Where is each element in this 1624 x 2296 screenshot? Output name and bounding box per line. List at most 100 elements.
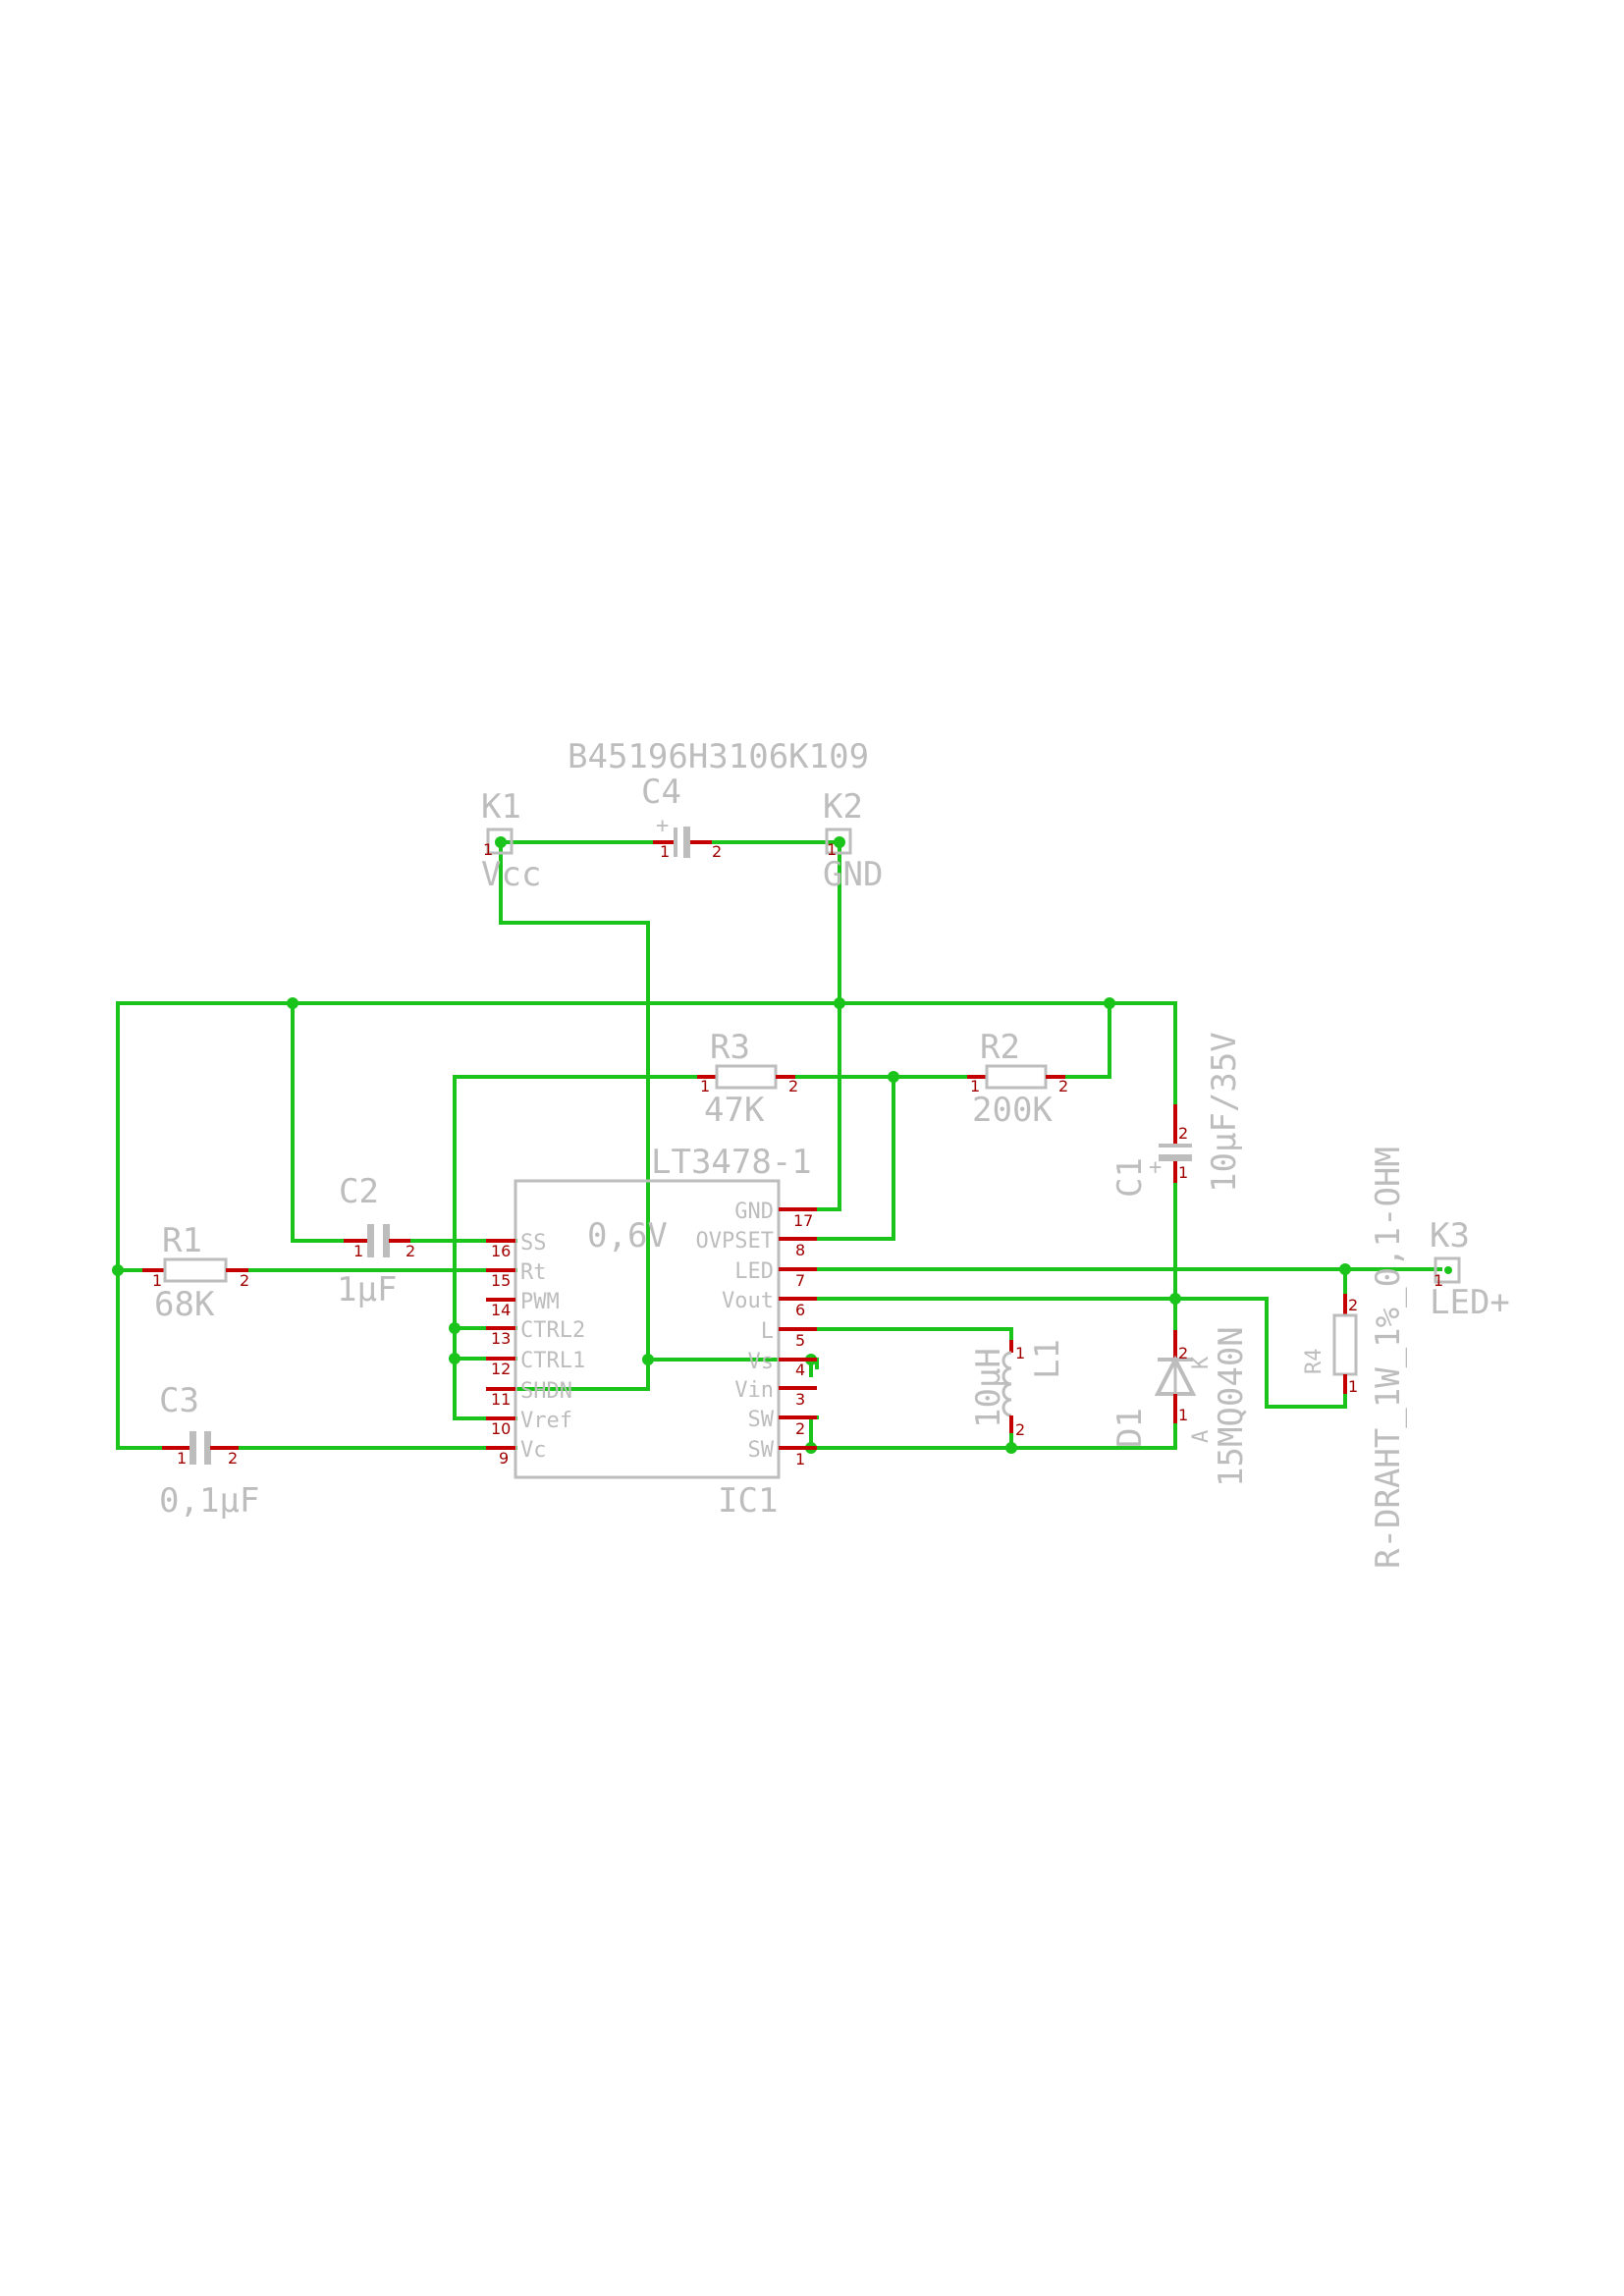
ic-pin-label: Rt — [520, 1260, 547, 1285]
pin-number: 2 — [788, 1077, 798, 1095]
diode-d1: 2 1 K A D1 15MQ040N — [1110, 1326, 1251, 1487]
pin-number: 2 — [1178, 1124, 1188, 1143]
k3-value: LED+ — [1430, 1283, 1510, 1322]
wire-l — [815, 1327, 1013, 1342]
wire-gnd-down — [815, 840, 841, 1211]
capacitor-c4: B45196H3106K109 C4 + 1 2 — [568, 737, 869, 861]
pin-number: 1 — [1015, 1344, 1025, 1362]
junction-dot — [495, 836, 507, 848]
d1-anode-label: A — [1189, 1430, 1214, 1443]
junction-dot — [834, 997, 845, 1009]
pin-number: 1 — [1178, 1163, 1188, 1182]
resistor-r2: R2 1 2 200K — [967, 1028, 1068, 1130]
junction-dot — [642, 1354, 654, 1365]
c2-value: 1µF — [337, 1270, 397, 1309]
ic-pin-label: Vref — [520, 1409, 572, 1433]
ic-pin-number: 10 — [491, 1419, 511, 1438]
inductor-l1: 1 2 L1 10µH — [969, 1339, 1067, 1439]
pin-number: 2 — [1178, 1344, 1188, 1362]
d1-name: D1 — [1110, 1408, 1150, 1448]
d1-cathode-label: K — [1189, 1356, 1214, 1369]
ic-pin-number: 2 — [795, 1419, 805, 1438]
pin-number: 1 — [177, 1449, 187, 1468]
resistor-r3: R3 1 2 47K — [697, 1028, 798, 1130]
r2-value: 200K — [972, 1091, 1053, 1130]
ic-pin-number: 11 — [491, 1390, 511, 1409]
pin-number: 2 — [406, 1242, 415, 1260]
ic1-note: 0,6V — [587, 1216, 668, 1255]
ic-pin-label: OVPSET — [696, 1229, 774, 1254]
junction-dot — [1339, 1263, 1351, 1275]
r4-value: R-DRAHT_1W_1%_0,1-OHM — [1369, 1147, 1408, 1569]
c2-name: C2 — [339, 1172, 379, 1211]
junction-dot — [1104, 997, 1115, 1009]
k2-name: K2 — [823, 787, 863, 827]
c4-name: C4 — [641, 773, 681, 812]
k1-value: Vcc — [481, 855, 541, 894]
resistor-r4: 2 1 R4 R-DRAHT_1W_1%_0,1-OHM — [1302, 1147, 1408, 1569]
ic-pin-label: LED — [734, 1259, 774, 1284]
wire-r3-vref — [453, 1075, 699, 1420]
capacitor-c3: C3 1 2 0,1µF — [159, 1381, 259, 1521]
c1-plus: + — [1149, 1155, 1162, 1180]
ic-pin-label: Vc — [520, 1438, 547, 1463]
ic-pin-label: SS — [520, 1231, 547, 1255]
ic-pin-label: Vout — [722, 1289, 774, 1313]
pin-number: 1 — [970, 1077, 980, 1095]
junction-dot — [888, 1071, 899, 1083]
ic-pin-label: SW — [748, 1408, 775, 1432]
capacitor-c2: C2 1 2 1µF — [337, 1172, 415, 1309]
r4-name: R4 — [1302, 1349, 1326, 1375]
wire-vout — [815, 1297, 1347, 1409]
c3-name: C3 — [159, 1381, 199, 1420]
ic-pin-number: 16 — [491, 1242, 511, 1260]
connector-k3: K3 LED+ 1 — [1430, 1216, 1510, 1322]
ic1-right-pin-numbers: 17 8 7 6 5 4 3 2 1 — [793, 1211, 813, 1468]
pin-number: 1 — [353, 1242, 363, 1260]
ic-pin-number: 13 — [491, 1329, 511, 1348]
ic1-right-pins — [779, 1207, 817, 1450]
resistor-r1: R1 1 2 68K — [142, 1221, 249, 1324]
ic-pin-number: 6 — [795, 1301, 805, 1319]
pin-number: 1 — [700, 1077, 710, 1095]
capacitor-c1: 2 1 + C1 10µF/35V — [1110, 1032, 1244, 1198]
junction-dot — [287, 997, 298, 1009]
c1-value: 10µF/35V — [1205, 1032, 1244, 1193]
wire-c2-gnd — [291, 1001, 346, 1243]
ic1-left-pin-numbers: 16 15 14 13 12 11 10 9 — [491, 1242, 511, 1468]
ic1-right-pin-labels: GND OVPSET LED Vout L Vs Vin SW SW — [696, 1200, 775, 1463]
wire-gnd-rail — [116, 1001, 1177, 1106]
ic-pin-label: Vin — [734, 1378, 774, 1403]
l1-value: 10µH — [969, 1348, 1008, 1428]
pin-number: 2 — [712, 842, 722, 861]
ic-pin-label: GND — [734, 1200, 774, 1224]
connector-k2: K2 GND 1 — [823, 787, 883, 894]
pin-number: 1 — [1434, 1271, 1443, 1290]
ic-pin-number: 9 — [499, 1449, 509, 1468]
c3-value: 0,1µF — [159, 1481, 259, 1521]
r1-name: R1 — [162, 1221, 202, 1260]
ic1-left-pin-labels: SS Rt PWM CTRL2 CTRL1 SHDN Vref Vc — [520, 1231, 585, 1463]
c1-name: C1 — [1110, 1157, 1150, 1198]
junction-dot — [112, 1264, 124, 1276]
junction-dot — [449, 1322, 460, 1334]
ic-pin-label: CTRL1 — [520, 1349, 585, 1373]
wire-ovpset — [815, 1075, 895, 1241]
k2-value: GND — [823, 855, 883, 894]
r2-name: R2 — [980, 1028, 1020, 1067]
junction-dot — [1444, 1266, 1452, 1274]
ic-pin-label: PWM — [520, 1290, 560, 1314]
wire-left-rail — [116, 1001, 164, 1450]
pin-number: 1 — [827, 840, 837, 859]
pin-number: 1 — [1348, 1377, 1358, 1396]
r3-value: 47K — [704, 1091, 765, 1130]
c4-plus: + — [656, 814, 669, 838]
ic1-name: IC1 — [718, 1481, 778, 1521]
junction-dot — [449, 1353, 460, 1364]
ic-pin-number: 4 — [795, 1361, 805, 1379]
wire-r2-gnd — [1063, 1001, 1111, 1079]
c4-part-number: B45196H3106K109 — [568, 737, 869, 776]
ic-pin-number: 17 — [793, 1211, 813, 1230]
pin-number: 1 — [152, 1271, 162, 1290]
